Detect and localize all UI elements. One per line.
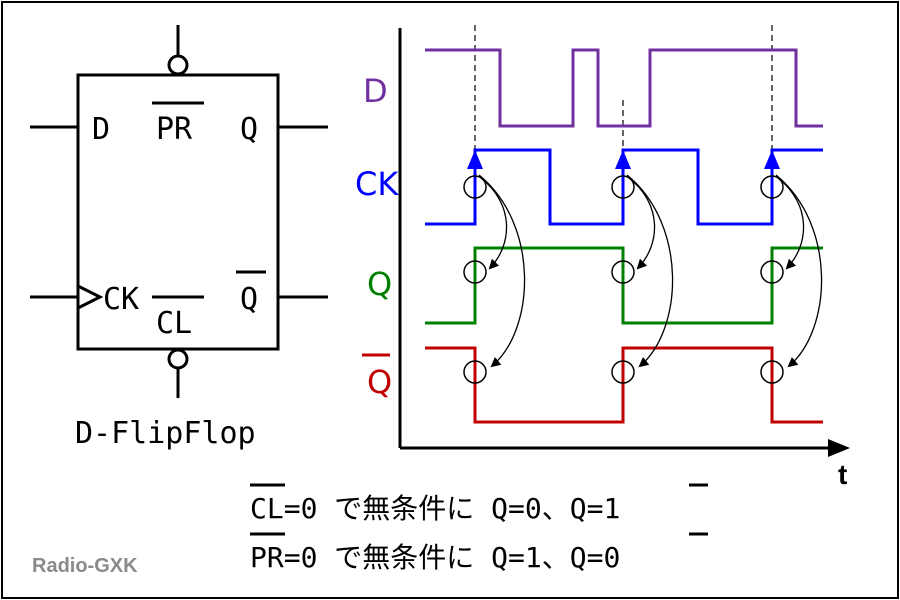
pr-inversion-bubble: [167, 54, 189, 76]
waveform-q: [425, 246, 823, 325]
causal-arrow-ck-to-qbar: [775, 174, 823, 368]
time-axis-label: t: [838, 459, 847, 490]
signal-ck-label: CK: [355, 165, 399, 203]
pin-d-label: D: [92, 112, 110, 147]
note2-overbar-part: PR: [250, 541, 284, 574]
waveform-d: [425, 48, 823, 128]
clock-triangle-icon: [77, 284, 104, 310]
edge-marker-circle: [611, 175, 635, 199]
edge-marker-circle: [611, 360, 635, 384]
note1-rest: =0 で無条件に Q=0、: [284, 492, 570, 525]
edge-marker-circle: [760, 175, 784, 199]
note2-rest: =0 で無条件に Q=1、: [284, 541, 570, 574]
signal-q-label: Q: [367, 265, 392, 303]
rising-edge-arrow-icon: [764, 150, 780, 169]
edge-marker-circle: [760, 260, 784, 284]
note-line-2: PR=0 で無条件に Q=1、Q=0: [250, 532, 708, 574]
signal-qbar-label: Q: [367, 363, 392, 401]
pin-q-label: Q: [240, 112, 258, 147]
signal-d-label: D: [363, 72, 388, 110]
pin-qbar-label: Q: [240, 282, 258, 317]
edge-marker-circle: [463, 175, 487, 199]
note-2-text: PR=0 で無条件に Q=1、Q=0: [250, 541, 620, 574]
edge-marker-circle: [463, 360, 487, 384]
edge-marker-circle: [463, 260, 487, 284]
note2-qbar: Q: [570, 541, 587, 574]
rising-edge-arrow-icon: [467, 150, 483, 169]
waveform-qbar: [425, 346, 823, 424]
cl-inversion-bubble: [167, 348, 189, 370]
causal-arrow-ck-to-qbar: [478, 174, 526, 368]
note-line-1: CL=0 で無条件に Q=0、Q=1: [250, 483, 708, 525]
rising-edge-arrow-icon: [615, 150, 631, 169]
pin-cl-label: CL: [156, 306, 192, 341]
note-1-text: CL=0 で無条件に Q=0、Q=1: [250, 492, 620, 525]
note1-overbar-part: CL: [250, 492, 284, 525]
note1-tail: =1: [587, 492, 621, 525]
edge-marker-circle: [760, 360, 784, 384]
causal-arrow-ck-to-q: [777, 177, 805, 270]
note1-qbar: Q: [570, 492, 587, 525]
pin-ck-label: CK: [103, 282, 139, 317]
credit-text: Radio-GXK: [32, 555, 138, 577]
pin-pr-label: PR: [156, 112, 193, 147]
note2-tail: =0: [587, 541, 621, 574]
edge-marker-circle: [611, 260, 635, 284]
flipflop-caption: D-FlipFlop: [75, 416, 256, 451]
causal-arrow-ck-to-q: [480, 177, 508, 270]
timing-chart: t D CK Q Q: [355, 25, 850, 490]
flipflop-symbol: D PR Q CK CL Q: [30, 25, 328, 398]
time-axis-arrow-icon: [828, 439, 850, 457]
causal-arrow-ck-to-q: [628, 177, 656, 270]
causal-arrow-ck-to-qbar: [626, 174, 674, 368]
